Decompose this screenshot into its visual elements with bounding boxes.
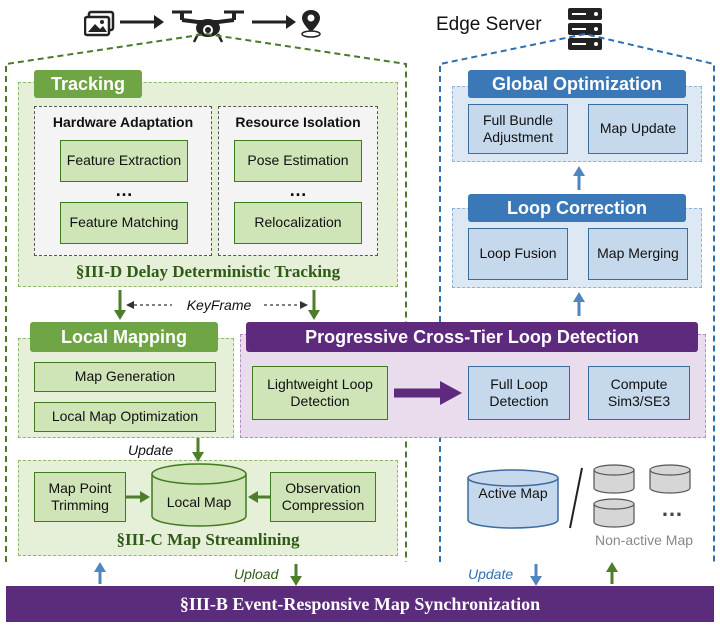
- active-map-label: Active Map: [478, 485, 548, 501]
- upload-label: Upload: [234, 566, 279, 582]
- keyframe-label: KeyFrame: [186, 297, 252, 313]
- ellipsis: …: [115, 180, 133, 200]
- full-loop-detection-box: Full Loop Detection: [468, 366, 570, 420]
- non-active-map-cylinders: [590, 462, 700, 532]
- loop-fusion-box: Loop Fusion: [468, 228, 568, 280]
- map-update-box: Map Update: [588, 104, 688, 154]
- full-bundle-adjustment-box: Full Bundle Adjustment: [468, 104, 568, 154]
- server-icon: [566, 6, 604, 52]
- map-synchronization-bar: §III-B Event-Responsive Map Synchronizat…: [6, 586, 714, 622]
- local-map-optimization-box: Local Map Optimization: [34, 402, 216, 432]
- arrow-right-icon: [120, 14, 164, 30]
- tracking-caption: §III-D Delay Deterministic Tracking: [75, 262, 341, 281]
- edge-server-label: Edge Server: [436, 14, 542, 35]
- lightweight-loop-detection-box: Lightweight Loop Detection: [252, 366, 388, 420]
- image-icon: [83, 10, 116, 38]
- update-label-right: Update: [468, 566, 514, 582]
- observation-compression-box: Observation Compression: [270, 472, 376, 522]
- loop-correction-header: Loop Correction: [468, 194, 686, 222]
- drone-icon: [168, 6, 248, 46]
- ellipsis: …: [289, 180, 307, 200]
- relocalization-box: Relocalization: [234, 202, 362, 244]
- divider-slash: [566, 466, 586, 530]
- location-pin-icon: [298, 8, 324, 38]
- map-merging-box: Map Merging: [588, 228, 688, 280]
- active-map-cylinder: [466, 468, 560, 530]
- hardware-adaptation-title: Hardware Adaptation: [52, 114, 194, 130]
- non-active-ellipsis: …: [661, 496, 683, 521]
- local-map-label: Local Map: [166, 494, 232, 510]
- streamlining-caption: §III-C Map Streamlining: [116, 530, 300, 549]
- non-active-map-label: Non-active Map: [594, 532, 694, 548]
- feature-extraction-box: Feature Extraction: [60, 140, 188, 182]
- map-generation-box: Map Generation: [34, 362, 216, 392]
- pose-estimation-box: Pose Estimation: [234, 140, 362, 182]
- resource-isolation-title: Resource Isolation: [235, 114, 361, 130]
- map-point-trimming-box: Map Point Trimming: [34, 472, 126, 522]
- loop-detection-header: Progressive Cross-Tier Loop Detection: [246, 322, 698, 352]
- update-label-left: Update: [128, 442, 174, 458]
- compute-sim3-box: Compute Sim3/SE3: [588, 366, 690, 420]
- local-mapping-header: Local Mapping: [30, 322, 218, 352]
- arrow-right-icon: [252, 14, 296, 30]
- feature-matching-box: Feature Matching: [60, 202, 188, 244]
- local-map-cylinder: [150, 462, 248, 528]
- tracking-header: Tracking: [34, 70, 142, 98]
- global-optimization-header: Global Optimization: [468, 70, 686, 98]
